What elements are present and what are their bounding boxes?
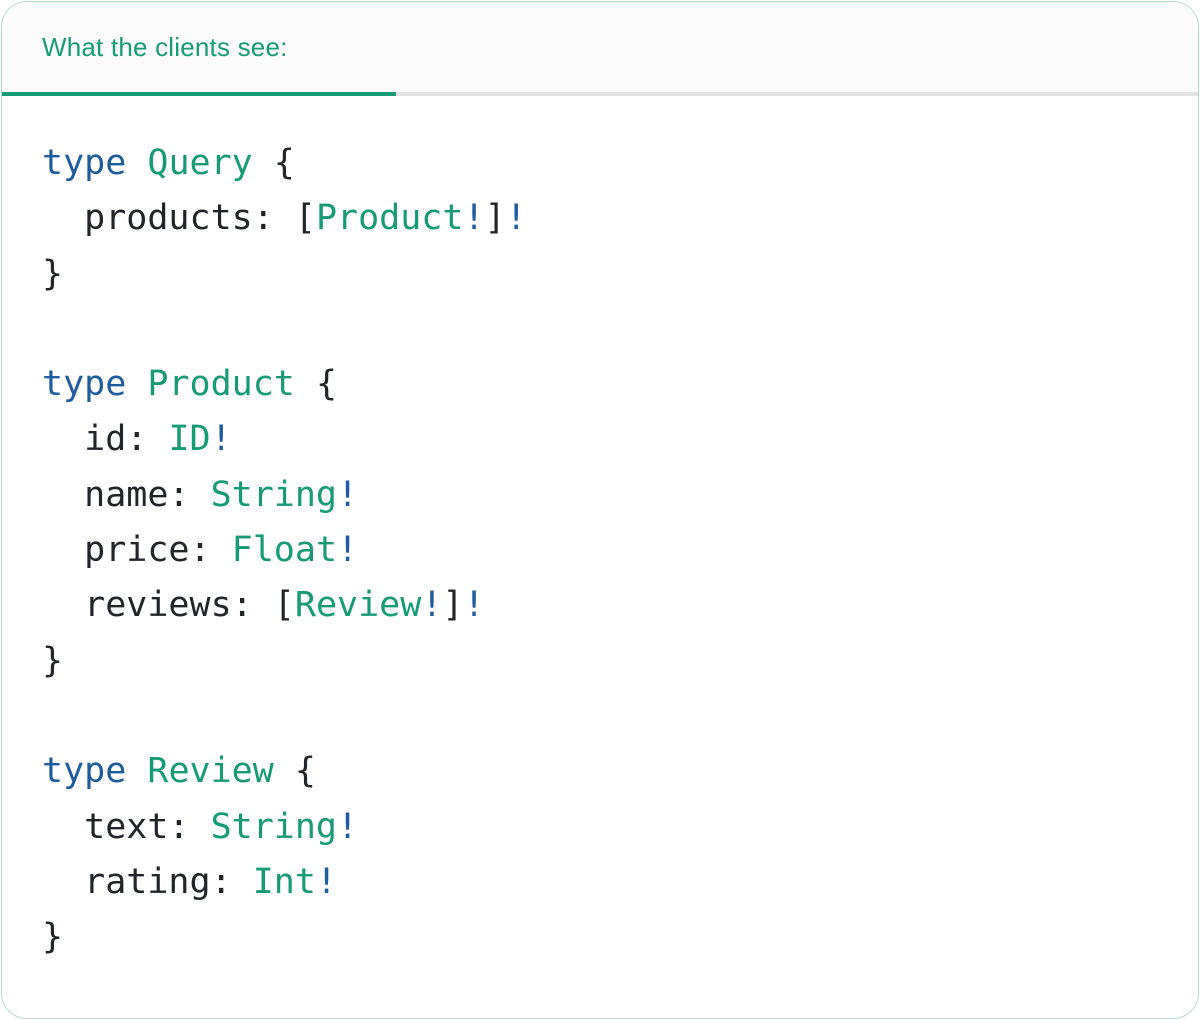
code-token <box>126 751 147 791</box>
code-token: Query <box>147 143 253 183</box>
code-line: type Product { <box>42 357 1168 412</box>
code-token: Int <box>252 861 316 902</box>
code-token: text: <box>42 806 211 847</box>
code-token: ! <box>421 585 443 626</box>
code-line: rating: Int! <box>42 855 1168 910</box>
code-token: rating: <box>42 861 253 902</box>
tab-label: What the clients see: <box>42 31 288 62</box>
code-token: ! <box>337 474 359 515</box>
code-token: name: <box>42 474 211 515</box>
code-line: text: String! <box>42 800 1168 855</box>
code-line <box>42 302 1168 357</box>
code-line: type Review { <box>42 744 1168 799</box>
code-token: String <box>210 474 338 515</box>
code-token: id: <box>42 419 169 460</box>
panel-tab-bar: What the clients see: <box>2 2 1198 96</box>
code-token: String <box>210 806 338 847</box>
code-token: } <box>42 640 64 681</box>
code-token <box>126 143 147 183</box>
code-line: } <box>42 634 1168 689</box>
code-block: type Query { products: [Product!]!} type… <box>2 96 1198 965</box>
code-token: ! <box>210 419 232 460</box>
code-line: reviews: [Review!]! <box>42 578 1168 633</box>
code-token: type <box>42 143 127 183</box>
code-token: ! <box>315 861 338 902</box>
code-token: ! <box>505 198 527 239</box>
code-token: type <box>42 751 127 792</box>
code-token: type <box>42 364 127 405</box>
code-token: Review <box>147 751 274 792</box>
code-token: { <box>294 364 338 405</box>
code-line: } <box>42 910 1168 965</box>
code-token: price: <box>42 530 232 571</box>
code-token: Review <box>294 585 422 626</box>
code-token: { <box>273 751 316 792</box>
code-line: name: String! <box>42 468 1168 523</box>
code-line <box>42 689 1168 744</box>
code-token: ] <box>442 585 464 626</box>
code-line: type Query { <box>42 136 1168 191</box>
code-token: Float <box>231 530 338 571</box>
code-line: id: ID! <box>42 412 1168 467</box>
code-line: products: [Product!]! <box>42 191 1168 246</box>
code-token: { <box>252 143 295 183</box>
code-token: ID <box>168 419 211 460</box>
code-token <box>126 364 147 404</box>
tab-what-clients-see[interactable]: What the clients see: <box>2 2 396 96</box>
code-token: } <box>42 253 64 294</box>
code-line: price: Float! <box>42 523 1168 578</box>
code-token: ! <box>463 198 485 239</box>
code-token: ! <box>337 806 359 847</box>
code-token: Product <box>315 198 464 239</box>
code-token: reviews: [ <box>42 585 295 626</box>
code-token: ! <box>463 585 485 626</box>
code-line: } <box>42 247 1168 302</box>
code-token: products: [ <box>42 198 316 239</box>
code-token: ] <box>484 198 506 239</box>
code-token: Product <box>147 364 295 405</box>
code-token: ! <box>337 530 359 571</box>
code-token: } <box>42 917 64 958</box>
